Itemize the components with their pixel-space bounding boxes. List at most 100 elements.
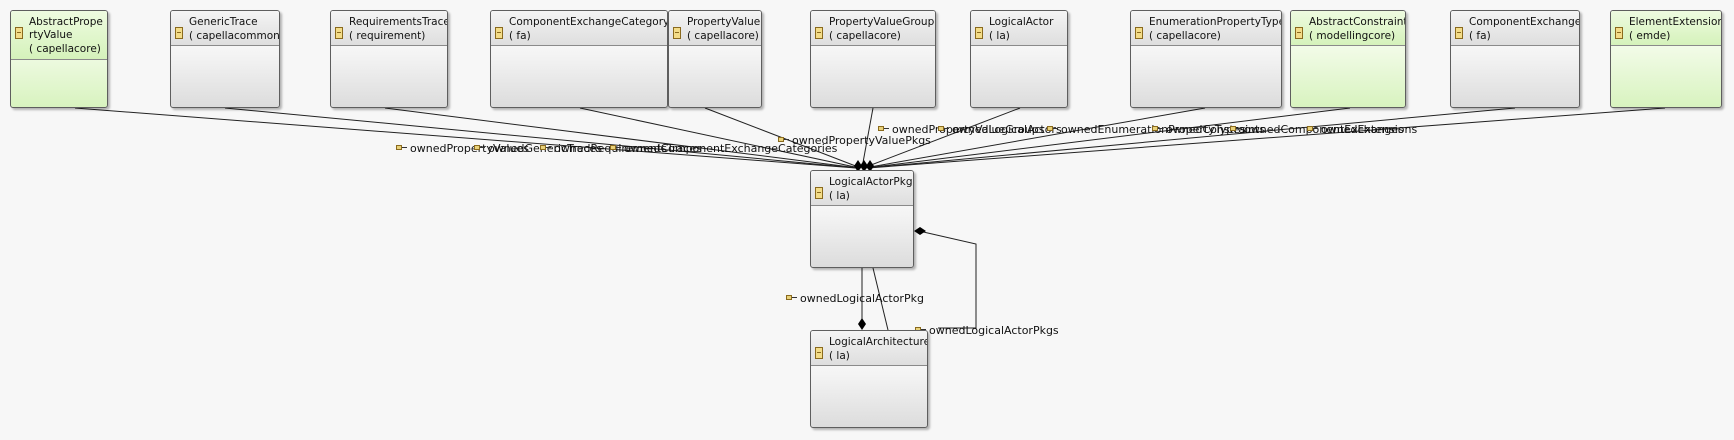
reference-icon: [1230, 125, 1241, 134]
relation-label[interactable]: ownedPropertyValues: [396, 143, 529, 155]
association-line: [861, 107, 874, 169]
relation-label[interactable]: ownedComponentExchangeCategories: [610, 143, 837, 155]
class-element-extension[interactable]: ElementExtension ( emde): [1610, 10, 1722, 108]
class-name: AbstractPropertyValue: [29, 16, 103, 41]
class-property-value-group[interactable]: PropertyValueGroup ( capellacore): [810, 10, 936, 108]
reference-icon: [1047, 125, 1058, 134]
relation-name: ownedRequirementsTraces: [554, 142, 702, 155]
class-icon: [1135, 27, 1143, 39]
class-property-value-pkg[interactable]: PropertyValuePkg( capellacore): [668, 10, 762, 108]
association-line: [74, 107, 857, 169]
class-name: LogicalArchitecture: [829, 336, 928, 348]
class-icon: [815, 27, 823, 39]
composition-diamond: [860, 160, 868, 172]
class-package: ( fa): [509, 30, 531, 42]
class-name: LogicalActorPkg: [829, 176, 913, 188]
class-header: PropertyValueGroup ( capellacore): [811, 11, 935, 46]
class-icon: [815, 187, 823, 199]
class-package: ( la): [829, 350, 850, 362]
class-component-exchange-category[interactable]: ComponentExchangeCategory ( fa): [490, 10, 668, 108]
class-abstract-property-value[interactable]: AbstractPropertyValue ( capellacore): [10, 10, 108, 108]
class-name: LogicalActor: [989, 16, 1054, 28]
class-header: LogicalActorPkg ( la): [811, 171, 913, 206]
class-enumeration-property-type[interactable]: EnumerationPropertyType ( capellacore): [1130, 10, 1282, 108]
composition-diamond: [858, 318, 866, 330]
class-name: PropertyValueGroup: [829, 16, 935, 28]
reference-icon: [474, 144, 485, 153]
class-name: EnumerationPropertyType: [1149, 16, 1282, 28]
reference-icon: [1307, 125, 1318, 134]
relation-name: ownedPropertyValues: [410, 142, 529, 155]
association-line: [872, 267, 889, 331]
relation-name: ownedLogicalActorPkgs: [929, 324, 1059, 337]
relation-label[interactable]: ownedPropertyValuePkgs: [778, 135, 931, 147]
class-header: LogicalActor ( la): [971, 11, 1067, 46]
relation-name: ownedLogicalActorPkg: [800, 292, 924, 305]
class-generic-trace[interactable]: GenericTrace ( capellacommon): [170, 10, 280, 108]
reference-icon: [778, 136, 789, 145]
association-line: [864, 107, 1206, 169]
reference-icon: [540, 144, 551, 153]
relation-label[interactable]: ownedExtensions: [1307, 124, 1417, 136]
reference-icon: [786, 294, 797, 303]
association-line: [863, 107, 1021, 169]
association-line: [867, 107, 1666, 169]
relation-label[interactable]: ownedRequirementsTraces: [540, 143, 702, 155]
class-icon: [1615, 27, 1623, 39]
class-package: ( la): [829, 190, 850, 202]
relation-label[interactable]: ownedPropertyValueGroups: [878, 124, 1044, 136]
class-icon: [495, 27, 503, 39]
class-name: PropertyValuePkg: [687, 16, 761, 28]
class-name: GenericTrace: [189, 16, 258, 28]
class-header: ComponentExchange( fa): [1451, 11, 1579, 46]
reference-icon: [1152, 125, 1163, 134]
class-icon: [1295, 27, 1303, 39]
association-line: [918, 230, 977, 329]
class-package: ( modellingcore): [1309, 30, 1396, 42]
class-package: ( la): [989, 30, 1010, 42]
class-abstract-constraint[interactable]: AbstractConstraint ( modellingcore): [1290, 10, 1406, 108]
association-line: [384, 107, 859, 169]
class-logical-actor-pkg[interactable]: LogicalActorPkg ( la): [810, 170, 914, 268]
class-package: ( capellacore): [1149, 30, 1221, 42]
class-package: ( requirement): [349, 30, 426, 42]
class-requirements-trace[interactable]: RequirementsTrace( requirement): [330, 10, 448, 108]
class-header: ComponentExchangeCategory ( fa): [491, 11, 667, 46]
relation-label[interactable]: ownedLogicalActorPkg: [786, 293, 924, 305]
relation-name: ownedPropertyValuePkgs: [792, 134, 931, 147]
class-icon: [335, 27, 343, 39]
association-line: [865, 107, 1351, 169]
association-line: [866, 107, 1516, 169]
relation-name: ownedConstraints: [1166, 123, 1266, 136]
class-component-exchange[interactable]: ComponentExchange( fa): [1450, 10, 1580, 108]
reference-icon: [610, 144, 621, 153]
relation-name: ownedExtensions: [1321, 123, 1418, 136]
class-icon: [975, 27, 983, 39]
class-icon: [1455, 27, 1463, 39]
class-logical-architecture[interactable]: LogicalArchitecture ( la): [810, 330, 928, 428]
association-line: [579, 107, 860, 169]
relation-label[interactable]: ownedComponentExchanges: [1230, 124, 1404, 136]
relation-name: ownedLogicalActors: [952, 123, 1062, 136]
class-logical-actor[interactable]: LogicalActor ( la): [970, 10, 1068, 108]
class-package: ( capellacore): [29, 43, 101, 55]
relation-label[interactable]: ownedLogicalActors: [938, 124, 1062, 136]
class-header: LogicalArchitecture ( la): [811, 331, 927, 366]
class-package: ( emde): [1629, 30, 1671, 42]
class-icon: [15, 27, 23, 39]
class-name: AbstractConstraint: [1309, 16, 1406, 28]
relation-label[interactable]: ownedLogicalActorPkgs: [915, 325, 1059, 337]
reference-icon: [938, 125, 949, 134]
class-package: ( capellacommon): [189, 30, 280, 42]
class-name: ComponentExchange: [1469, 16, 1580, 28]
reference-icon: [878, 125, 889, 134]
class-name: ComponentExchangeCategory: [509, 16, 668, 28]
class-header: RequirementsTrace( requirement): [331, 11, 447, 46]
class-package: ( capellacore): [829, 30, 901, 42]
class-name: ElementExtension: [1629, 16, 1722, 28]
relation-name: ownedPropertyValueGroups: [892, 123, 1045, 136]
composition-diamond: [854, 160, 862, 172]
relation-label[interactable]: ownedConstraints: [1152, 124, 1265, 136]
relation-name: ownedComponentExchanges: [1244, 123, 1404, 136]
